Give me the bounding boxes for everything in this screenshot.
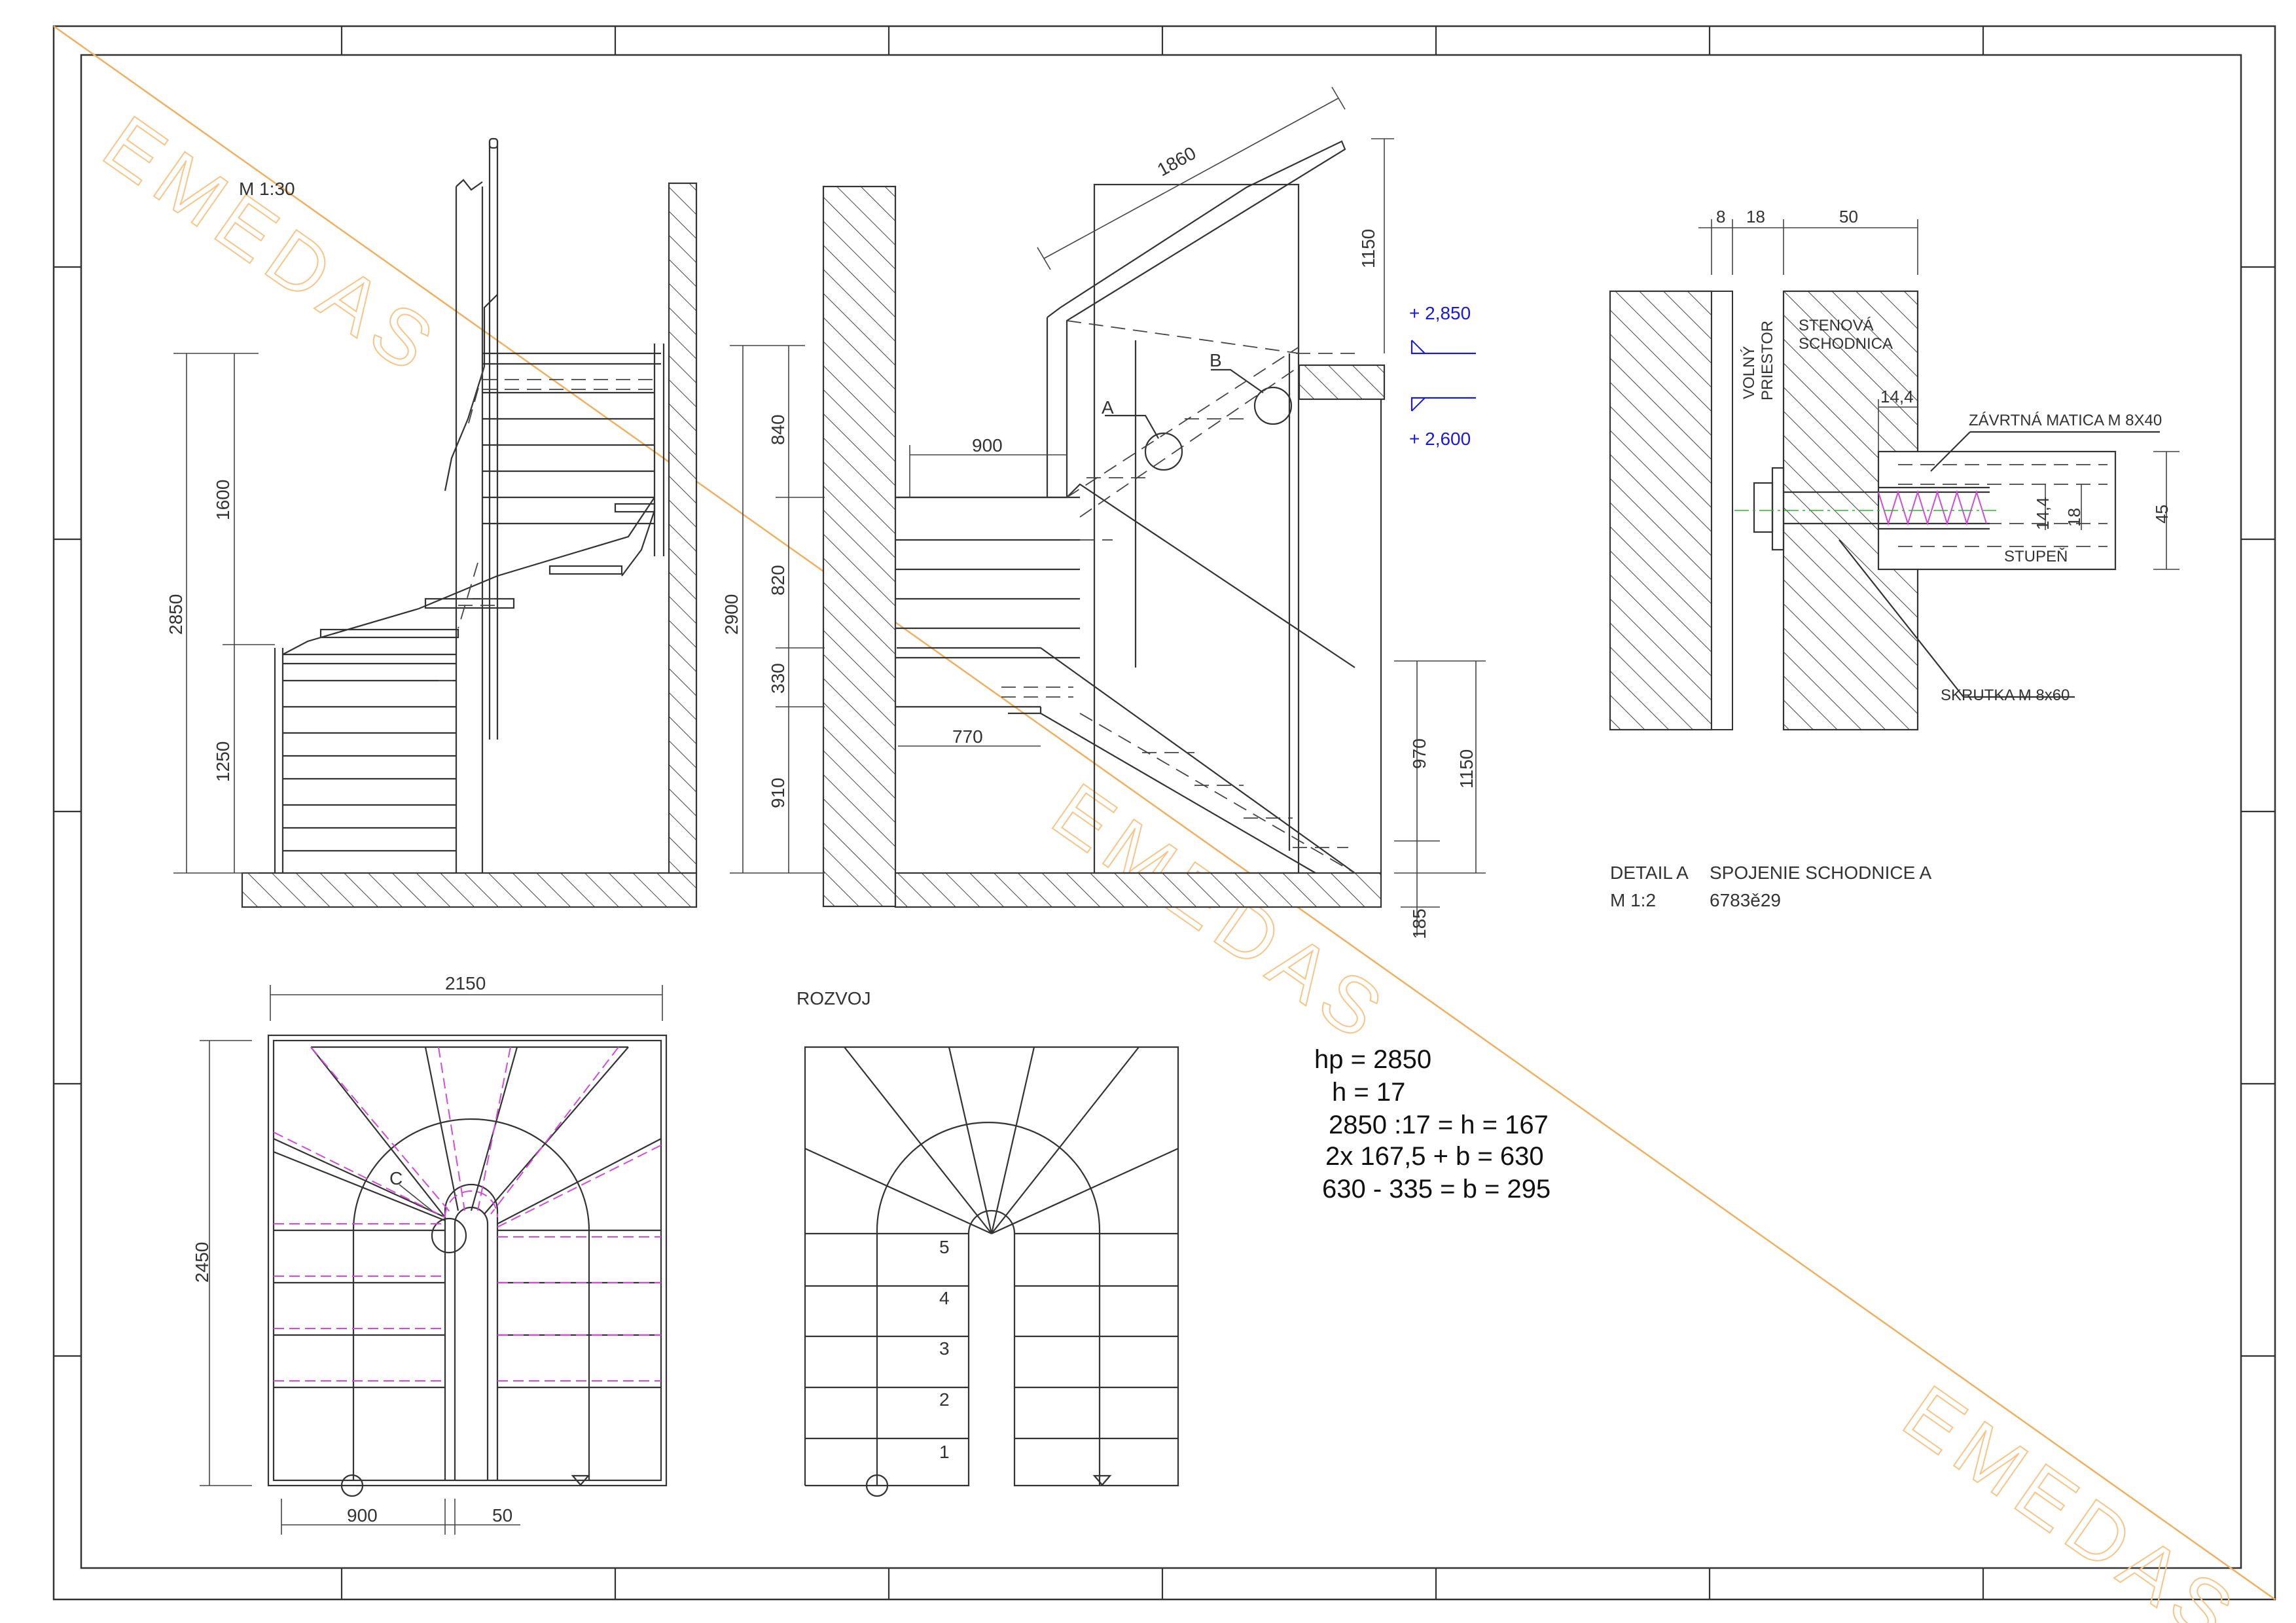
detail-code: 6783ě29	[1710, 890, 1781, 910]
detail-a-view: 8 18 50 14,4 14,4 18 45 VOLNÝ PRIESTOR S…	[1609, 207, 2179, 910]
dim-2450: 2450	[192, 1242, 212, 1283]
landing-slab	[1298, 364, 1386, 401]
dim-1600: 1600	[213, 480, 233, 520]
dim-8: 8	[1716, 207, 1725, 226]
calc-line-1: hp = 2850	[1314, 1045, 1431, 1074]
calc-block: hp = 2850 h = 17 2850 :17 = h = 167 2x 1…	[1314, 1045, 1551, 1204]
label-wall-stringer-1: STENOVÁ	[1799, 317, 1874, 334]
rozvoj-label: ROZVOJ	[797, 988, 871, 1008]
dim-910: 910	[768, 777, 788, 808]
label-free-space-2: PRIESTOR	[1759, 321, 1776, 401]
rozvoj-step-4: 4	[939, 1288, 950, 1308]
calc-line-3: 2850 :17 = h = 167	[1329, 1111, 1549, 1139]
dim-1860: 1860	[1154, 143, 1200, 180]
detail-title-right: SPOJENIE SCHODNICE A	[1710, 863, 1932, 883]
rozvoj-step-5: 5	[939, 1237, 950, 1257]
watermark-text-1: EMEDAS	[88, 99, 456, 393]
detail-scale: M 1:2	[1610, 890, 1656, 910]
rozvoj-view: ROZVOJ 5 4 3 2 1	[797, 988, 1179, 1497]
label-tread: STUPEŇ	[2004, 548, 2068, 565]
dim-840: 840	[768, 414, 788, 445]
label-wall-stringer-2: SCHODNICA	[1799, 335, 1893, 353]
side-elevation-view	[241, 137, 698, 908]
level-mark-upper: + 2,850	[1409, 303, 1476, 355]
detail-wall	[1609, 290, 1713, 731]
label-screw: SKRUTKA M 8x60	[1941, 687, 2070, 704]
dim-820: 820	[768, 565, 788, 596]
sheet-frame	[52, 25, 2276, 1601]
detail-a-circle	[1144, 432, 1183, 471]
wall-right-left-view	[668, 182, 698, 874]
dimension-lines: 1860 1150 900 770 840 820 330 910 2900 2…	[166, 86, 1486, 1535]
watermark-text-2: EMEDAS	[1037, 767, 1405, 1061]
dim-14-4-vertical: 14,4	[2033, 497, 2053, 530]
dim-2150: 2150	[445, 973, 486, 993]
calc-line-2: h = 17	[1332, 1078, 1405, 1107]
dim-900-mid: 900	[972, 435, 1003, 455]
dim-50-detail: 50	[1839, 207, 1858, 226]
dim-1150-top: 1150	[1358, 229, 1378, 268]
scale-label: M 1:30	[239, 179, 295, 199]
detail-b-circle	[1253, 386, 1293, 425]
watermark-text-3: EMEDAS	[1888, 1369, 2255, 1623]
level-upper-text: + 2,850	[1409, 303, 1471, 323]
detail-title-left: DETAIL A	[1610, 863, 1689, 883]
dim-330: 330	[768, 663, 788, 694]
level-mark-lower: + 2,600	[1409, 397, 1476, 449]
dim-45: 45	[2152, 505, 2172, 524]
label-nut: ZÁVRTNÁ MATICA M 8X40	[1969, 412, 2162, 429]
dim-1250: 1250	[213, 741, 233, 782]
calc-line-5: 630 - 335 = b = 295	[1322, 1175, 1551, 1204]
floor-slab-left	[241, 872, 698, 908]
wall-left-mid-view	[822, 185, 897, 908]
front-elevation-view: + 2,850 + 2,600 A B	[822, 140, 1476, 908]
watermark: EMEDAS EMEDAS EMEDAS	[53, 25, 2276, 1623]
marker-b: B	[1210, 350, 1222, 370]
dim-970: 970	[1409, 738, 1429, 769]
dim-18: 18	[1746, 207, 1765, 226]
label-free-space-1: VOLNÝ	[1740, 346, 1758, 399]
level-lower-text: + 2,600	[1409, 429, 1471, 449]
dim-185: 185	[1409, 908, 1429, 939]
dim-770: 770	[952, 726, 983, 747]
marker-a: A	[1102, 397, 1114, 418]
dim-14-4-top: 14,4	[1880, 387, 1914, 406]
plan-view: C	[267, 1034, 668, 1497]
marker-c: C	[389, 1168, 403, 1188]
calc-line-4: 2x 167,5 + b = 630	[1325, 1142, 1544, 1171]
dim-1150-right: 1150	[1456, 749, 1477, 789]
dim-2850: 2850	[166, 594, 186, 635]
floor-slab-mid	[894, 872, 1382, 908]
dim-2900: 2900	[721, 594, 742, 635]
rozvoj-step-1: 1	[939, 1442, 950, 1462]
dim-18-vertical: 18	[2064, 508, 2084, 527]
rozvoj-step-2: 2	[939, 1389, 950, 1410]
rozvoj-step-3: 3	[939, 1338, 950, 1359]
dim-50-bottom: 50	[492, 1505, 512, 1525]
dim-900-bottom: 900	[347, 1505, 378, 1525]
